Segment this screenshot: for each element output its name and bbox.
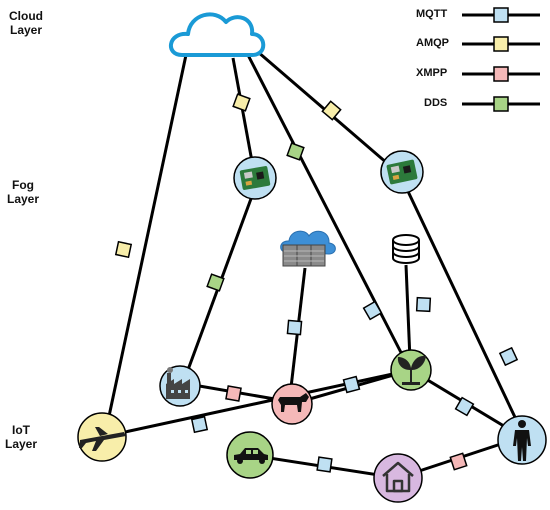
iot-factory-node <box>159 365 201 407</box>
plant-icon <box>397 355 426 385</box>
legend <box>462 7 540 112</box>
car-icon <box>234 448 268 464</box>
cloud-layer-label: Cloud Layer <box>2 9 50 37</box>
mqtt-marker <box>454 396 475 417</box>
iot-airplane-node <box>77 412 127 462</box>
legend-label-xmpp: XMPP <box>416 67 448 79</box>
iot-plant-node <box>390 349 432 391</box>
fog-layer-label-line2: Layer <box>6 192 40 206</box>
link-cloud-airplane <box>103 54 188 436</box>
iot-person-node <box>497 415 547 465</box>
raspberry-pi-board-icon <box>386 159 418 185</box>
xmpp-marker <box>449 452 468 471</box>
mqtt-marker <box>362 300 383 321</box>
link-pi-right-person <box>403 184 524 433</box>
fog-layer-label-line1: Fog <box>12 178 34 192</box>
dds-marker <box>206 273 225 292</box>
protocol-markers <box>114 93 519 473</box>
fog-pi-left-node <box>233 156 277 200</box>
fog-layer-label: Fog Layer <box>2 178 44 206</box>
mqtt-marker <box>190 415 209 434</box>
house-icon <box>382 461 414 493</box>
mqtt-marker <box>316 456 333 473</box>
fog-pi-right-node <box>380 150 424 194</box>
legend-dds <box>462 96 540 112</box>
iot-layer-label: IoT Layer <box>2 423 40 451</box>
airplane-icon <box>79 427 126 451</box>
iot-house-node <box>373 453 423 503</box>
legend-xmpp <box>462 66 540 82</box>
legend-label-mqtt: MQTT <box>416 8 448 20</box>
legend-mqtt <box>462 7 540 23</box>
amqp-marker <box>114 240 133 259</box>
raspberry-pi-board-icon <box>239 166 271 190</box>
cloud-icon <box>169 12 266 57</box>
link-cloud-plant <box>246 54 412 371</box>
iot-layer-label-line1: IoT <box>12 423 30 437</box>
link-airplane-plant <box>101 368 412 439</box>
legend-label-dds: DDS <box>424 97 448 109</box>
amqp-marker <box>321 100 342 121</box>
mqtt-marker <box>342 375 361 394</box>
link-database-plant <box>404 264 412 361</box>
xmpp-marker <box>225 385 242 402</box>
database-icon <box>392 234 420 264</box>
iot-layer-label-line2: Layer <box>4 437 38 451</box>
dds-marker <box>286 142 305 161</box>
factory-icon <box>166 367 190 399</box>
cloud-layer-label-line1: Cloud <box>9 9 43 23</box>
person-icon <box>513 420 531 461</box>
legend-label-amqp: AMQP <box>416 37 449 49</box>
iot-car-node <box>226 431 274 479</box>
legend-amqp <box>462 36 540 52</box>
mqtt-marker <box>286 319 303 336</box>
amqp-marker <box>232 93 251 112</box>
cow-icon <box>278 393 309 412</box>
mqtt-marker <box>498 346 519 367</box>
iot-cow-node <box>271 383 313 425</box>
cloud-server-icon <box>280 230 336 267</box>
mqtt-marker <box>415 296 432 313</box>
cloud-layer-label-line2: Layer <box>9 23 43 37</box>
